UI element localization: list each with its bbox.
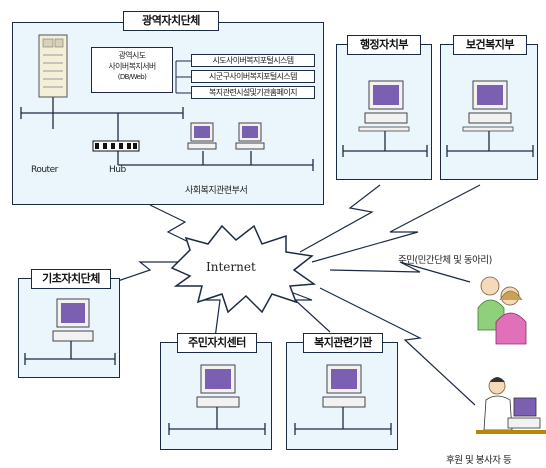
basic-title: 기초자치단체 (31, 269, 111, 289)
supporters-label: 후원 및 봉사자 등 (446, 455, 512, 466)
dept-label: 사회복지관련부서 (185, 186, 248, 196)
admin-panel: 행정자치부 (336, 35, 432, 180)
health-panel: 보건복지부 (440, 35, 538, 180)
link-health-internet (311, 184, 481, 263)
welfare-org-title: 복지관련기관 (303, 333, 383, 353)
admin-title: 행정자치부 (347, 35, 421, 55)
dept-computer-icon-1 (187, 122, 217, 150)
metro-service-3: 복지관련시설및기관홈페이지 (191, 86, 315, 99)
basic-computer-icon (52, 298, 94, 342)
link-welfare-internet (279, 287, 331, 333)
welfare-org-computer-icon (322, 364, 366, 408)
residents-center-title: 주민자치센터 (177, 333, 257, 353)
metro-server-label-2: 사이버복지서버 (108, 62, 156, 71)
metro-server-label-box: 광역시도 사이버복지서버 (DB/Web) (91, 47, 173, 93)
metro-network-lines (20, 34, 314, 171)
metro-service-2: 시군구사이버복지포털시스템 (191, 70, 315, 83)
residents-center-computer-icon (196, 364, 240, 408)
link-supporters-internet (319, 287, 476, 406)
server-icon (38, 34, 68, 98)
dept-computer-icon-2 (235, 122, 265, 150)
link-basic-internet (114, 261, 185, 283)
metro-server-label-1: 광역시도 (118, 51, 146, 60)
metro-title: 광역자치단체 (123, 11, 219, 31)
hub-label: Hub (109, 165, 126, 175)
health-title: 보건복지부 (453, 35, 527, 55)
health-computer-icon (462, 80, 514, 132)
router-label: Router (31, 165, 58, 175)
residents-label: 주민(민간단체 및 동아리) (398, 255, 492, 266)
internet-cloud-shape (170, 224, 317, 314)
metro-service-1: 시도사이버복지포털시스템 (191, 54, 315, 67)
metro-server-label-3: (DB/Web) (117, 73, 147, 81)
metro-panel: 광역자치단체 광역시도 사이버복지서버 (DB/Web) 시도사이버복지포털시스… (12, 11, 324, 205)
link-residents-internet (329, 261, 471, 283)
residents-center-panel: 주민자치센터 (160, 333, 272, 450)
internet-label: Internet (206, 260, 256, 274)
welfare-org-panel: 복지관련기관 (286, 333, 398, 450)
hub-icon (92, 140, 140, 152)
link-admin-internet (299, 184, 381, 253)
basic-panel: 기초자치단체 (18, 269, 120, 378)
admin-computer-icon (358, 80, 410, 132)
